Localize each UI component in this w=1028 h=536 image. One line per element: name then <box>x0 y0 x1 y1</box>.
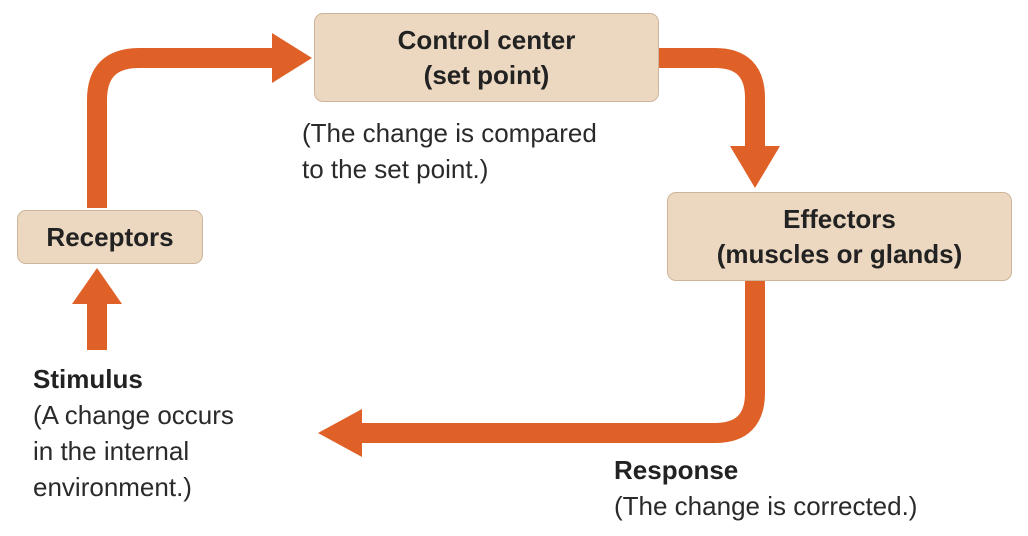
effectors-box: Effectors (muscles or glands) <box>667 192 1012 281</box>
effectors-to-response-arrow-head <box>318 409 362 457</box>
effectors-to-response-arrow-shaft <box>360 281 765 443</box>
stimulus-caption: Stimulus (A change occurs in the interna… <box>33 361 234 505</box>
stimulus-line-2: in the internal <box>33 436 190 466</box>
control-to-effectors-arrow-head <box>730 146 780 188</box>
effectors-subtitle: (muscles or glands) <box>716 238 963 269</box>
response-line-1: (The change is corrected.) <box>614 491 918 521</box>
control-center-subtitle: (set point) <box>423 59 550 90</box>
control-center-box: Control center (set point) <box>314 13 659 102</box>
control-center-title: Control center <box>397 24 576 55</box>
stimulus-line-3: environment.) <box>33 472 192 502</box>
stimulus-line-1: (A change occurs <box>33 400 234 430</box>
effectors-title: Effectors <box>783 203 896 234</box>
stimulus-arrow-head <box>72 268 122 304</box>
receptors-box: Receptors <box>17 210 203 264</box>
stimulus-arrow-shaft <box>87 300 107 350</box>
receptors-to-control-arrow-shaft <box>87 48 276 208</box>
control-center-note-line-2: to the set point.) <box>302 154 489 184</box>
receptors-title: Receptors <box>46 221 174 252</box>
control-center-note-line-1: (The change is compared <box>302 118 597 148</box>
response-title: Response <box>614 455 739 485</box>
receptors-to-control-arrow-head <box>272 33 312 83</box>
control-center-note: (The change is compared to the set point… <box>302 115 597 187</box>
stimulus-title: Stimulus <box>33 364 143 394</box>
response-caption: Response (The change is corrected.) <box>614 452 917 524</box>
control-to-effectors-arrow-shaft <box>659 48 765 150</box>
